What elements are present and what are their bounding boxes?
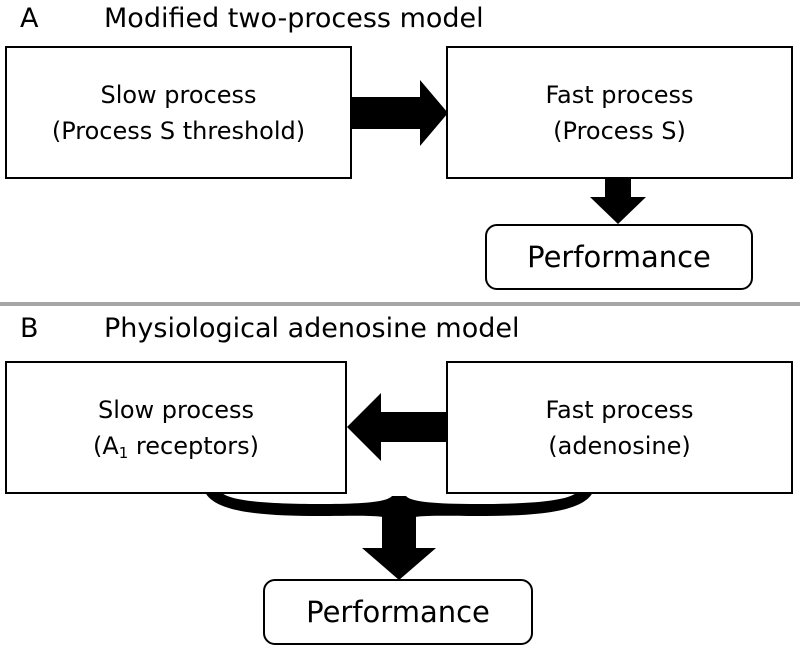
panel-a-title: Modified two-process model (104, 3, 484, 34)
panel-b-fast-process-line2: (adenosine) (548, 431, 691, 460)
panel-b-slow-process-line2-suffix: receptors) (128, 431, 260, 460)
panel-a-label: A (20, 3, 39, 34)
arrow-slow-to-fast (352, 80, 448, 146)
panel-b-slow-process-line1: Slow process (97, 395, 255, 424)
panel-a-slow-process-line1: Slow process (100, 80, 257, 109)
panel-a-fast-process-box: Fast process (Process S) (446, 46, 793, 179)
panel-a-performance-box: Performance (485, 224, 753, 290)
panel-b-performance-box: Performance (263, 579, 533, 645)
arrow-fast-to-slow (347, 393, 448, 461)
panel-b-slow-process-box: Slow process (A1 receptors) (5, 361, 347, 494)
arrow-merge-to-performance (205, 492, 593, 522)
panel-a-slow-process-box: Slow process (Process S threshold) (5, 46, 352, 179)
panel-b-label: B (20, 313, 39, 344)
panel-b-fast-process-line1: Fast process (545, 395, 694, 424)
panel-b-slow-process-line2-prefix: (A (92, 431, 119, 460)
arrow-merge-head (362, 548, 436, 580)
panel-a-fast-process-line2: (Process S) (553, 116, 686, 145)
panel-b-slow-process-line2: (A1 receptors) (93, 428, 259, 464)
panel-b-slow-process-line2-subscript: 1 (118, 443, 129, 462)
arrow-fast-to-performance (590, 178, 646, 224)
panel-a-fast-process-line1: Fast process (545, 80, 694, 109)
panel-a-slow-process-line2: (Process S threshold) (51, 116, 306, 145)
panel-b-fast-process-box: Fast process (adenosine) (446, 361, 793, 494)
panel-b-title: Physiological adenosine model (104, 313, 520, 344)
arrow-merge-stem (382, 512, 416, 550)
